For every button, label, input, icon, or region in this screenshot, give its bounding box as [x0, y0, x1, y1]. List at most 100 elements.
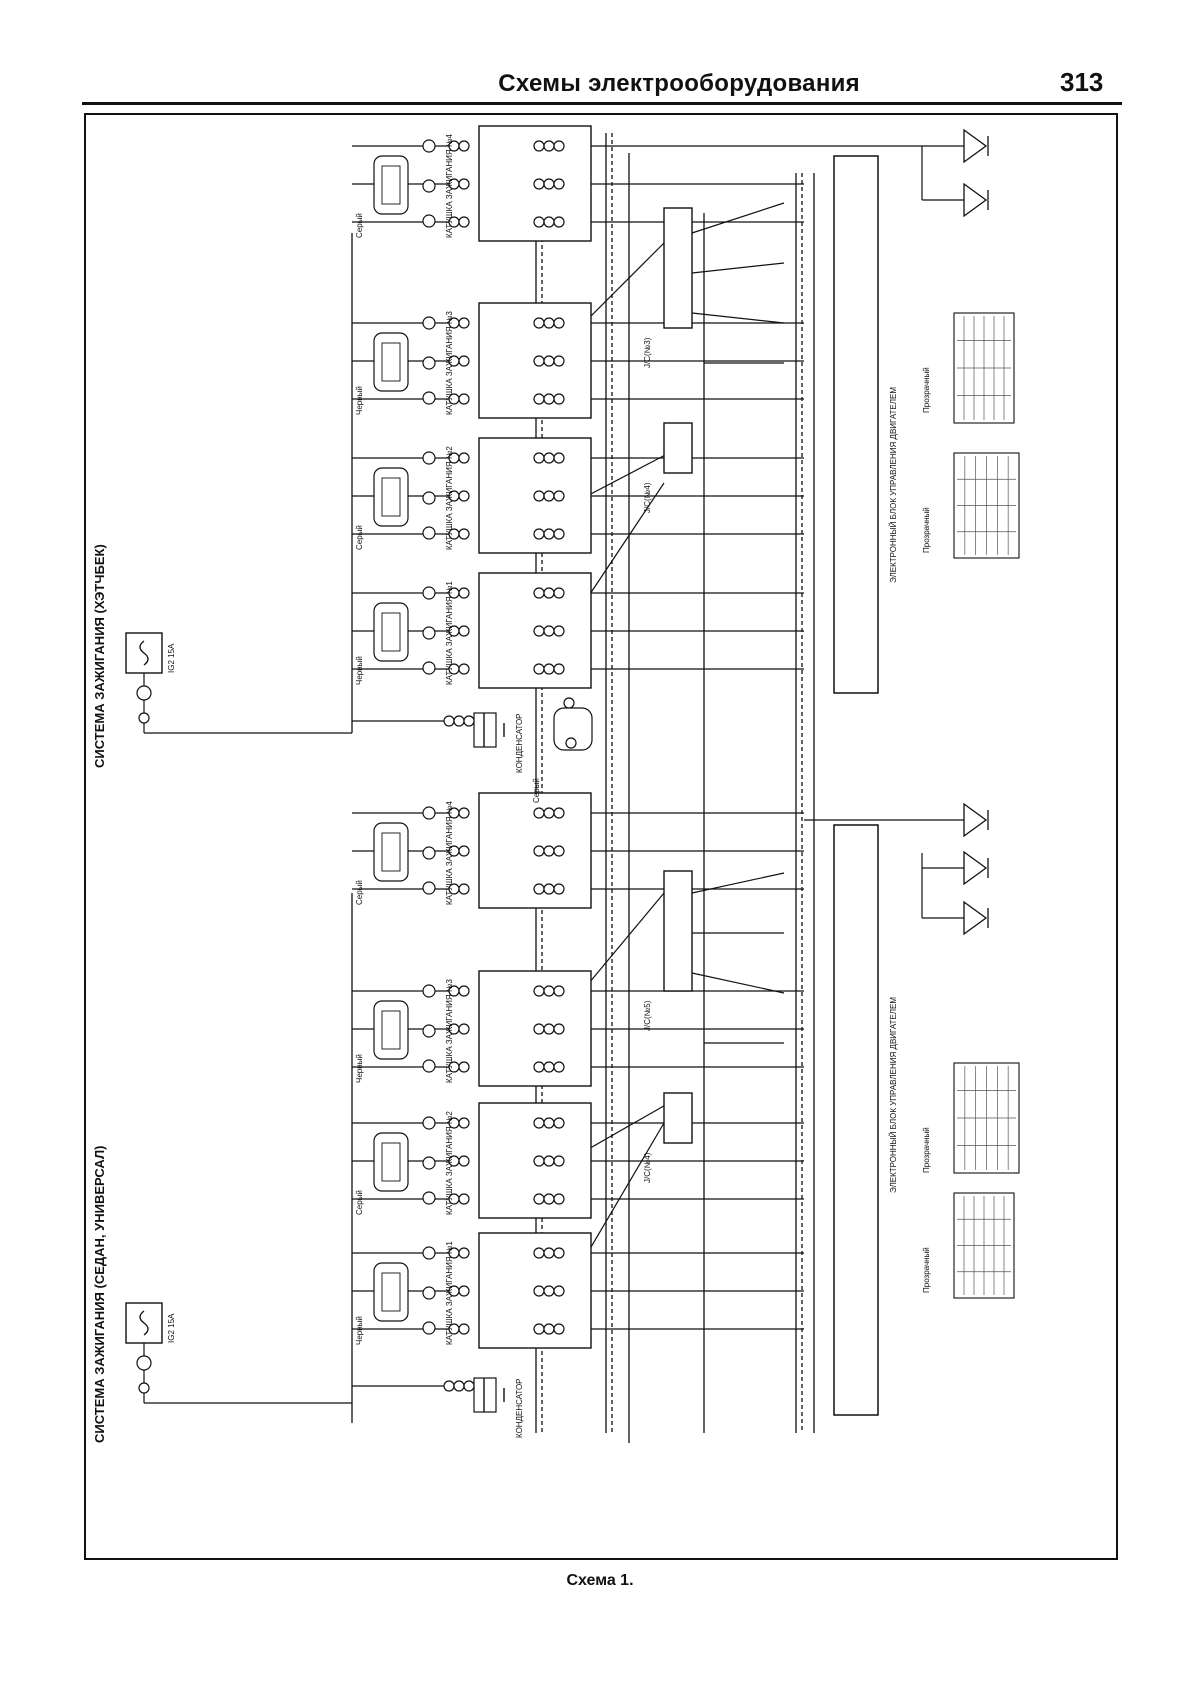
coil-color-label: Серый — [355, 213, 364, 238]
coil-pin-marker — [422, 1321, 436, 1335]
coil-terminal-pin — [543, 216, 555, 228]
coil-terminal-pin — [458, 1061, 470, 1073]
coil-connector-icon-inner — [381, 612, 401, 652]
connector-color-label: Прозрачный — [922, 1127, 931, 1173]
coil-terminal-pin — [553, 452, 565, 464]
coil-color-label: Черный — [355, 1054, 364, 1083]
coil-terminal-pin — [543, 355, 555, 367]
coil-terminal-pin — [553, 1117, 565, 1129]
diagram-caption: Схема 1. — [566, 1572, 634, 1589]
coil-terminal-pin — [458, 1155, 470, 1167]
capacitor-color-label: Серый — [532, 778, 541, 803]
ground-symbol — [963, 182, 988, 218]
coil-terminal-pin — [543, 317, 555, 329]
coil-terminal-pin — [553, 1023, 565, 1035]
coil-terminal-pin — [458, 490, 470, 502]
coil-terminal-pin — [543, 985, 555, 997]
coil-terminal-pin — [553, 883, 565, 895]
coil-connector-icon-inner — [381, 1010, 401, 1050]
coil-terminal-pin — [458, 528, 470, 540]
fuse-sedan-label: IG2 15A — [167, 1313, 176, 1343]
coil-terminal-pin — [458, 216, 470, 228]
coil-terminal-pin — [543, 845, 555, 857]
coil-terminal-pin — [543, 663, 555, 675]
fuse-connector — [136, 1355, 152, 1371]
crossover-wire — [691, 202, 785, 234]
coil-terminal-pin — [458, 393, 470, 405]
coil-terminal-pin — [533, 1061, 545, 1073]
capacitor-pin — [463, 715, 475, 727]
junction-connector-label: J/C(№4) — [643, 482, 652, 513]
coil-label: КАТУШКА ЗАЖИГАНИЯ №2 — [445, 1111, 454, 1215]
section-title-sedan: СИСТЕМА ЗАЖИГАНИЯ (СЕДАН, УНИВЕРСАЛ) — [92, 1146, 107, 1443]
coil-color-label: Черный — [355, 1316, 364, 1345]
coil-pin-marker — [422, 179, 436, 193]
coil-terminal-pin — [533, 140, 545, 152]
coil-pin-marker — [422, 526, 436, 540]
coil-terminal-pin — [553, 845, 565, 857]
coil-terminal-pin — [533, 317, 545, 329]
capacitor-marker — [565, 737, 577, 749]
coil-terminal-pin — [533, 587, 545, 599]
coil-terminal-pin — [458, 883, 470, 895]
ground-symbol — [963, 900, 988, 936]
coil-terminal-pin — [553, 178, 565, 190]
coil-terminal-pin — [543, 393, 555, 405]
coil-terminal-pin — [458, 1323, 470, 1335]
coil-terminal-pin — [533, 490, 545, 502]
ground-symbol — [963, 802, 988, 838]
coil-terminal-pin — [553, 140, 565, 152]
coil-terminal-pin — [543, 883, 555, 895]
coil-terminal-pin — [553, 985, 565, 997]
coil-terminal-pin — [553, 1323, 565, 1335]
capacitor-pin — [453, 1380, 465, 1392]
coil-color-label: Серый — [355, 880, 364, 905]
junction-connector — [663, 422, 693, 474]
junction-connector — [663, 1092, 693, 1144]
coil-terminal-pin — [533, 393, 545, 405]
ground-symbol — [963, 850, 988, 886]
coil-terminal-pin — [458, 1023, 470, 1035]
coil-terminal-pin — [533, 625, 545, 637]
coil-label: КАТУШКА ЗАЖИГАНИЯ №4 — [445, 134, 454, 238]
junction-connector-label: J/C(№5) — [643, 1000, 652, 1031]
coil-terminal-pin — [533, 883, 545, 895]
coil-pin-marker — [422, 139, 436, 153]
coil-terminal-pin — [533, 985, 545, 997]
coil-terminal-pin — [458, 845, 470, 857]
coil-pin-marker — [422, 356, 436, 370]
coil-terminal-pin — [543, 1323, 555, 1335]
coil-terminal-pin — [543, 807, 555, 819]
fuse-connector-pin — [138, 1382, 150, 1394]
capacitor-hatchback — [473, 712, 497, 748]
fuse-connector — [136, 685, 152, 701]
coil-terminal-pin — [543, 625, 555, 637]
coil-terminal-pin — [553, 587, 565, 599]
coil-terminal-pin — [543, 1023, 555, 1035]
coil-terminal-pin — [543, 1285, 555, 1297]
coil-terminal-pin — [533, 663, 545, 675]
coil-color-label: Серый — [355, 1190, 364, 1215]
coil-label: КАТУШКА ЗАЖИГАНИЯ №3 — [445, 311, 454, 415]
ground-symbol — [963, 128, 988, 164]
coil-terminal-pin — [553, 490, 565, 502]
coil-pin-marker — [422, 846, 436, 860]
coil-pin-marker — [422, 1116, 436, 1130]
coil-terminal-pin — [458, 355, 470, 367]
coil-terminal-pin — [553, 355, 565, 367]
coil-terminal-pin — [543, 1117, 555, 1129]
coil-terminal-pin — [458, 985, 470, 997]
coil-terminal-pin — [458, 807, 470, 819]
coil-pin-marker — [422, 586, 436, 600]
coil-terminal-pin — [543, 452, 555, 464]
coil-label: КАТУШКА ЗАЖИГАНИЯ №3 — [445, 979, 454, 1083]
coil-terminal-pin — [553, 807, 565, 819]
coil-pin-marker — [422, 1024, 436, 1038]
coil-terminal-pin — [533, 1247, 545, 1259]
coil-terminal-pin — [533, 355, 545, 367]
coil-pin-marker — [422, 1246, 436, 1260]
coil-terminal-pin — [553, 528, 565, 540]
ecu-label-sedan: ЭЛЕКТРОННЫЙ БЛОК УПРАВЛЕНИЯ ДВИГАТЕЛЕМ — [889, 997, 898, 1193]
junction-connector-label: J/C(№4) — [643, 1152, 652, 1183]
coil-terminal-pin — [553, 1247, 565, 1259]
